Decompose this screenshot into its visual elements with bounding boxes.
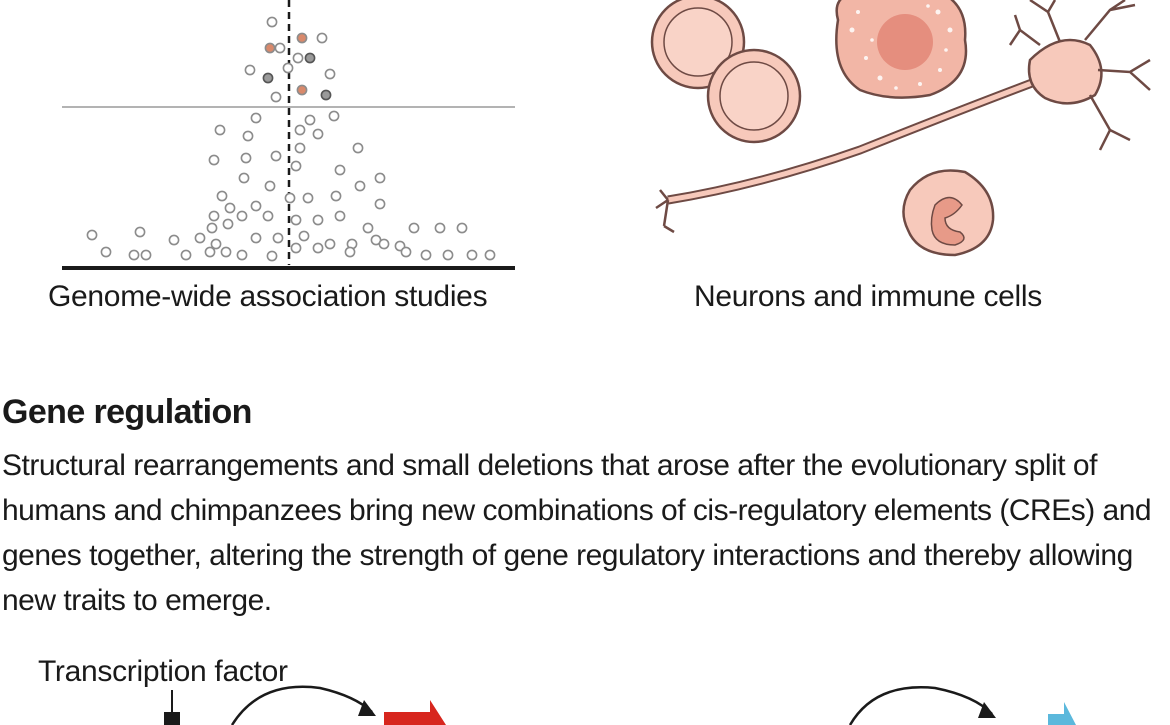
gene-arrow-red [384, 700, 446, 725]
gwas-variant-dot [344, 246, 356, 258]
gwas-variant-dot [220, 246, 232, 258]
gwas-plot [62, 0, 515, 270]
regulatory-arrowhead [358, 700, 376, 716]
gwas-variant-dot [282, 62, 294, 74]
gwas-variant-dot [324, 68, 336, 80]
red-blood-cell [706, 48, 802, 144]
gwas-variant-dot [128, 249, 140, 261]
gwas-variant-dot [274, 42, 286, 54]
gwas-variant-dot [224, 202, 236, 214]
gwas-variant-dot [434, 222, 446, 234]
immune-cell-granular [835, 0, 968, 99]
gwas-variant-dot [222, 218, 234, 230]
gwas-variant-dot [400, 246, 412, 258]
gwas-variant-dot [456, 222, 468, 234]
gwas-variant-dot [312, 214, 324, 226]
gwas-variant-dot [312, 242, 324, 254]
gwas-variant-dot [484, 249, 496, 261]
gwas-variant-dot [266, 250, 278, 262]
gwas-variant-dot [304, 52, 316, 64]
gwas-variant-dot [334, 210, 346, 222]
gwas-variant-dot [264, 42, 276, 54]
gwas-variant-dot [216, 190, 228, 202]
neuron [655, 0, 1151, 234]
gwas-variant-dot [262, 72, 274, 84]
gwas-variant-dot [264, 180, 276, 192]
gwas-variant-dot [354, 180, 366, 192]
gwas-variant-dot [374, 172, 386, 184]
gwas-variant-dot [334, 164, 346, 176]
gwas-variant-dot [244, 64, 256, 76]
gwas-variant-dot [270, 150, 282, 162]
gwas-variant-dot [298, 230, 310, 242]
gwas-variant-dot [210, 238, 222, 250]
gwas-variant-dot [100, 246, 112, 258]
gwas-variant-dot [352, 142, 364, 154]
gwas-variant-dot [236, 249, 248, 261]
gwas-variant-dot [250, 200, 262, 212]
gwas-variant-dot [240, 152, 252, 164]
gwas-variant-dot [168, 234, 180, 246]
gwas-variant-dot [208, 210, 220, 222]
gwas-variant-dot [206, 222, 218, 234]
gwas-variant-dot [272, 232, 284, 244]
gwas-variant-dot [466, 249, 478, 261]
regulatory-arrow-2 [848, 686, 993, 725]
gwas-variant-dot [320, 89, 332, 101]
gwas-variant-dot [362, 222, 374, 234]
gwas-variant-dot [374, 198, 386, 210]
gwas-variant-dot [294, 142, 306, 154]
gwas-variant-dot [294, 124, 306, 136]
gwas-variant-dot [442, 249, 454, 261]
gwas-variant-dot [204, 246, 216, 258]
section-body: Structural rearrangements and small dele… [2, 449, 1152, 617]
gwas-variant-dot [304, 114, 316, 126]
transcription-factor-label: Transcription factor [38, 655, 288, 688]
cells-caption: Neurons and immune cells [694, 280, 1042, 313]
gwas-variant-dot [296, 84, 308, 96]
gwas-variant-dot [208, 154, 220, 166]
transcription-factor-marker [164, 712, 180, 725]
gwas-variant-dot [316, 32, 328, 44]
gwas-variant-dot [266, 16, 278, 28]
gwas-caption: Genome-wide association studies [48, 280, 488, 313]
gwas-variant-dot [270, 91, 282, 103]
gwas-variant-dot [140, 249, 152, 261]
gwas-variant-dot [330, 190, 342, 202]
gene-arrow-blue [1048, 702, 1076, 725]
gwas-variant-dot [290, 214, 302, 226]
gwas-variant-dot [250, 232, 262, 244]
gwas-variant-dot [214, 124, 226, 136]
gwas-variant-dot [302, 192, 314, 204]
regulatory-arrowhead-2 [978, 702, 996, 718]
gwas-variant-dot [86, 229, 98, 241]
gwas-variant-dot [262, 210, 274, 222]
gene-regulation-diagram [164, 685, 1076, 725]
gwas-variant-dot [290, 242, 302, 254]
gwas-variant-dot [236, 210, 248, 222]
immune-cell-monocyte [902, 169, 995, 257]
gwas-variant-dot [420, 249, 432, 261]
gwas-variant-dot [284, 192, 296, 204]
section-title: Gene regulation [2, 393, 252, 431]
gwas-variant-dot [328, 110, 340, 122]
gwas-variant-dot [378, 238, 390, 250]
gwas-variant-dot [324, 238, 336, 250]
gwas-dots [86, 16, 496, 262]
gwas-variant-dot [238, 172, 250, 184]
gwas-variant-dot [312, 128, 324, 140]
gwas-variant-dot [250, 112, 262, 124]
gwas-variant-dot [180, 249, 192, 261]
gwas-variant-dot [296, 32, 308, 44]
regulatory-arrow [230, 685, 373, 725]
cells-illustration [650, 0, 1151, 257]
gwas-variant-dot [134, 226, 146, 238]
gwas-variant-dot [290, 160, 302, 172]
gwas-variant-dot [408, 222, 420, 234]
gwas-variant-dot [242, 130, 254, 142]
gwas-variant-dot [194, 232, 206, 244]
gwas-variant-dot [292, 52, 304, 64]
